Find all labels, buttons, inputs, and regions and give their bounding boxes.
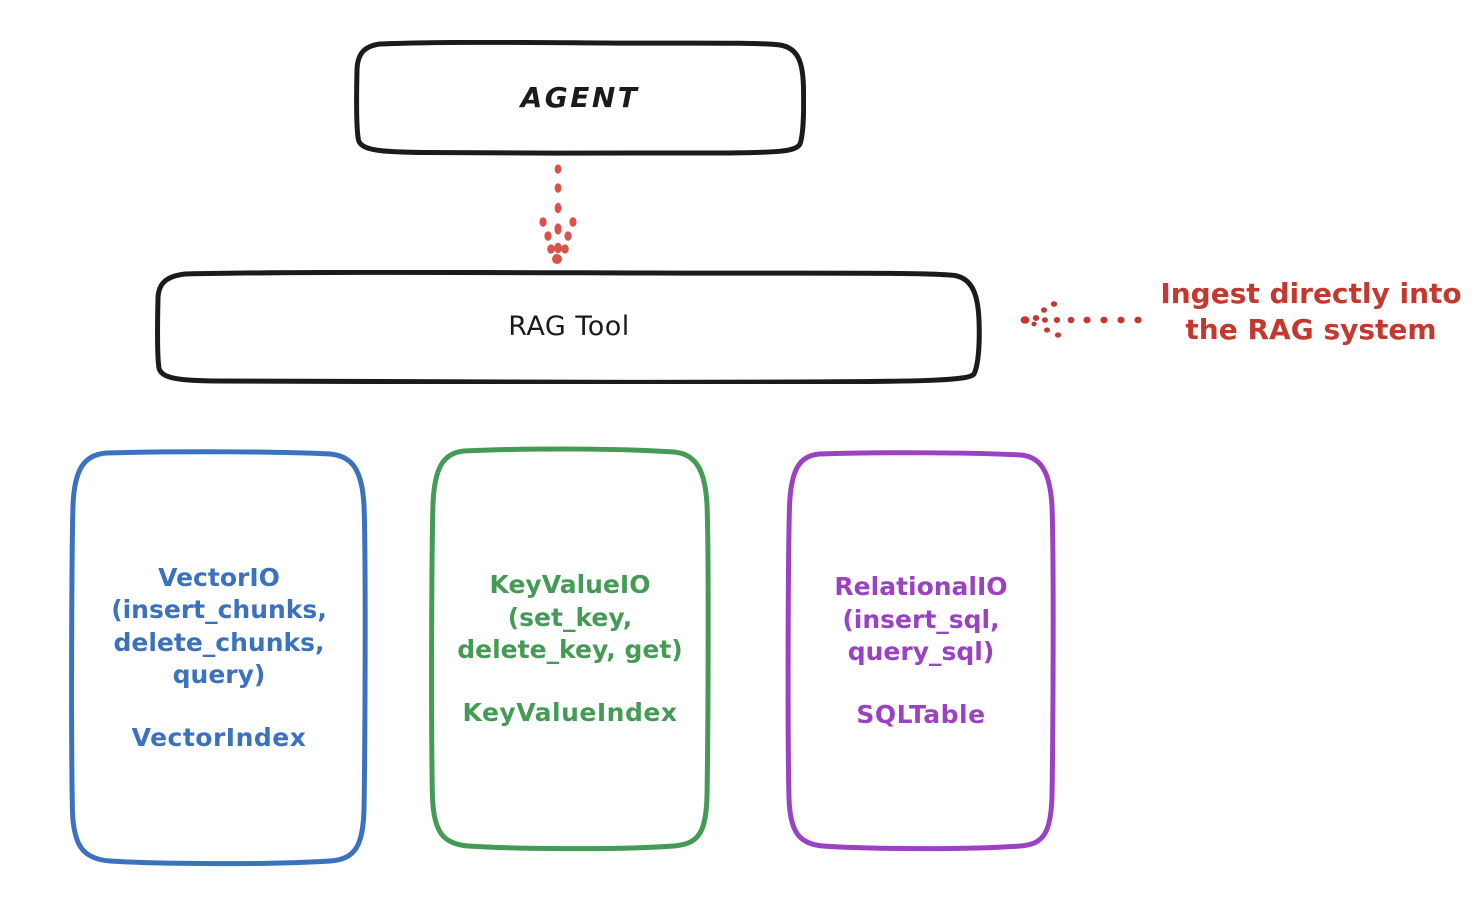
- agent-node[interactable]: AGENT: [354, 40, 806, 156]
- relational-io-node[interactable]: RelationalIO (insert_sql, query_sql) SQL…: [785, 450, 1057, 852]
- ingest-annotation-text: Ingest directly into the RAG system: [1160, 277, 1462, 347]
- vector-io-index: VectorIndex: [131, 722, 307, 752]
- agent-node-label: AGENT: [520, 81, 640, 115]
- rag-tool-node[interactable]: RAG Tool: [155, 270, 983, 384]
- relational-io-table: SQLTable: [856, 699, 986, 729]
- vector-io-node[interactable]: VectorIO (insert_chunks, delete_chunks, …: [68, 449, 370, 867]
- rag-tool-node-label: RAG Tool: [508, 310, 630, 342]
- relational-io-node-label: RelationalIO (insert_sql, query_sql) SQL…: [834, 539, 1007, 764]
- dotted-down-arrow-icon: [539, 164, 577, 264]
- key-value-io-node[interactable]: KeyValueIO (set_key, delete_key, get) Ke…: [428, 446, 712, 852]
- vector-io-methods: VectorIO (insert_chunks, delete_chunks, …: [111, 562, 327, 690]
- vector-io-node-label: VectorIO (insert_chunks, delete_chunks, …: [111, 529, 327, 787]
- dotted-left-arrow-icon: [1020, 301, 1142, 338]
- key-value-io-node-label: KeyValueIO (set_key, delete_key, get) Ke…: [457, 537, 682, 762]
- relational-io-methods: RelationalIO (insert_sql, query_sql): [834, 572, 1008, 666]
- key-value-io-methods: KeyValueIO (set_key, delete_key, get): [457, 570, 683, 664]
- key-value-io-index: KeyValueIndex: [462, 697, 678, 727]
